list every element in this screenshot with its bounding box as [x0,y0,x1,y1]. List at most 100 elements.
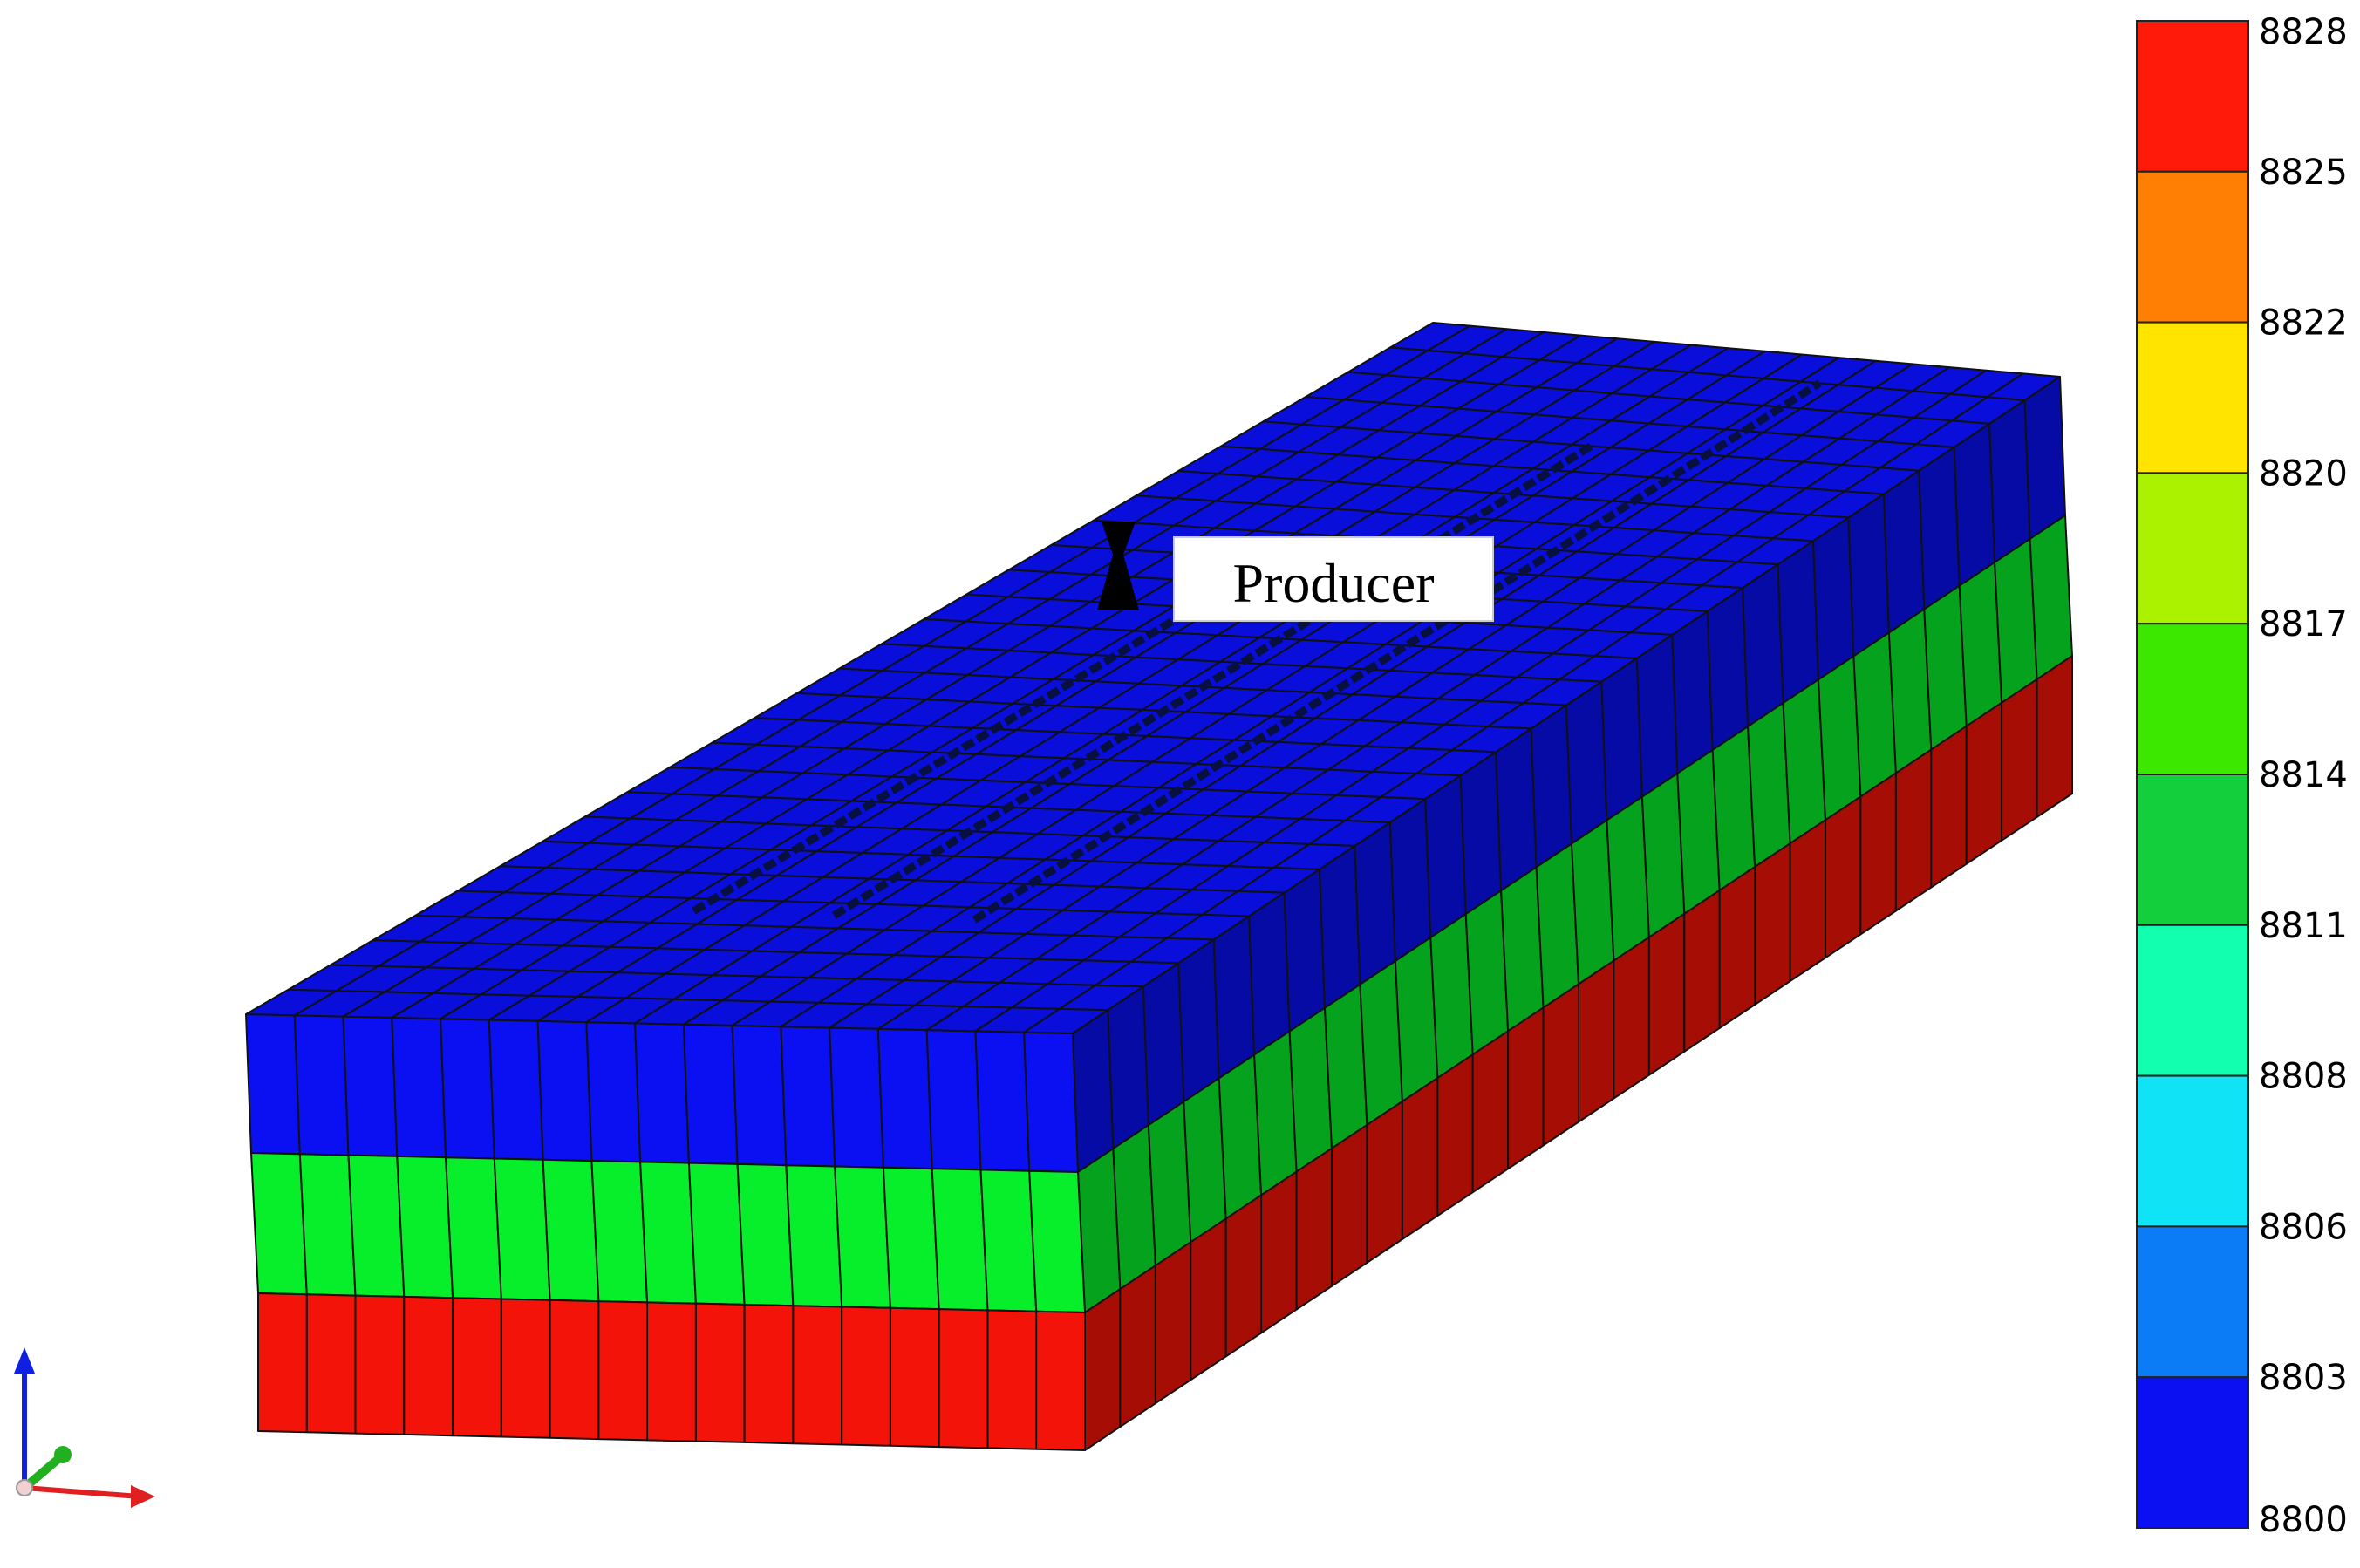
side-cell-bottom-layer [1789,819,1826,983]
side-cell-top-layer [1671,610,1714,774]
front-cell-top-layer [440,1018,495,1160]
side-cell-bottom-layer [1718,866,1756,1029]
front-cell-middle-layer [590,1160,649,1304]
side-cell-top-layer [1918,446,1961,610]
side-cell-top-layer [1882,469,1926,634]
side-cell-top-layer [1600,657,1643,821]
side-cell-middle-layer [2029,515,2073,680]
well-symbol-icon [1097,522,1139,610]
side-cell-bottom-layer [1224,1194,1263,1358]
side-cell-top-layer [1354,821,1396,985]
front-cell-middle-layer [736,1162,795,1307]
front-cell-middle-layer [785,1164,843,1308]
side-cell-top-layer [1706,587,1750,751]
side-cell-top-layer [1530,704,1572,869]
front-cell-top-layer [682,1023,739,1165]
side-cell-top-layer [1847,493,1890,658]
front-cell-bottom-layer [792,1305,843,1446]
front-cell-bottom-layer [1035,1310,1086,1451]
side-cell-top-layer [1388,798,1432,962]
front-cell-bottom-layer [743,1303,795,1445]
front-cell-bottom-layer [452,1297,502,1438]
front-cell-top-layer [829,1026,884,1169]
grid-front-face [245,1013,1086,1451]
side-cell-top-layer [1212,915,1256,1080]
side-cell-bottom-layer [1119,1265,1156,1428]
front-cell-top-layer [488,1019,544,1161]
side-cell-bottom-layer [1366,1101,1403,1264]
front-cell-top-layer [536,1019,593,1162]
front-cell-top-layer [925,1029,982,1171]
side-cell-bottom-layer [1401,1077,1439,1240]
side-cell-top-layer [1142,962,1185,1127]
grid-right-face [1072,376,2073,1451]
top-cell [1986,372,2061,401]
side-cell-top-layer [1248,891,1291,1056]
front-cell-bottom-layer [354,1294,406,1435]
front-cell-middle-layer [687,1162,746,1306]
side-cell-bottom-layer [1647,912,1686,1076]
side-cell-bottom-layer [1542,983,1579,1147]
front-cell-bottom-layer [646,1301,697,1442]
front-cell-bottom-layer [694,1302,746,1443]
side-cell-bottom-layer [1930,725,1968,889]
front-cell-bottom-layer [257,1292,308,1434]
side-cell-bottom-layer [2036,655,2073,818]
front-cell-middle-layer [639,1161,697,1305]
side-cell-top-layer [1459,751,1503,916]
side-cell-bottom-layer [1825,795,1862,959]
front-cell-middle-layer [298,1153,357,1297]
front-cell-top-layer [1023,1031,1079,1173]
front-cell-middle-layer [834,1165,891,1309]
front-cell-top-layer [780,1026,836,1168]
front-cell-bottom-layer [403,1295,454,1437]
front-cell-middle-layer [542,1158,600,1303]
side-cell-top-layer [1107,985,1149,1150]
side-cell-bottom-layer [1683,889,1721,1053]
front-cell-top-layer [974,1030,1031,1172]
side-cell-top-layer [1953,422,1996,587]
front-cell-middle-layer [1028,1169,1086,1313]
side-cell-bottom-layer [1436,1053,1474,1217]
front-cell-middle-layer [250,1152,308,1296]
front-cell-bottom-layer [305,1293,357,1435]
side-cell-bottom-layer [1471,1030,1510,1194]
front-cell-top-layer [585,1021,642,1163]
side-cell-bottom-layer [1154,1241,1192,1405]
front-cell-bottom-layer [549,1299,600,1441]
side-cell-bottom-layer [1260,1170,1298,1334]
front-cell-middle-layer [347,1154,406,1298]
side-cell-top-layer [1319,844,1361,1009]
front-cell-middle-layer [445,1156,502,1300]
side-cell-bottom-layer [1190,1217,1227,1381]
side-cell-bottom-layer [1578,959,1615,1123]
side-cell-bottom-layer [1613,936,1650,1100]
front-cell-top-layer [391,1016,447,1159]
side-cell-bottom-layer [1859,772,1897,936]
front-cell-middle-layer [396,1155,454,1299]
side-cell-bottom-layer [1295,1147,1333,1311]
front-cell-top-layer [342,1015,399,1157]
producer-well[interactable]: Producer [1097,522,1494,622]
front-cell-middle-layer [931,1168,989,1312]
front-cell-top-layer [876,1027,933,1170]
producer-label: Producer [1232,552,1434,614]
side-cell-bottom-layer [1331,1123,1368,1287]
front-cell-top-layer [293,1014,350,1156]
side-cell-bottom-layer [1507,1006,1545,1170]
front-cell-top-layer [245,1013,301,1156]
front-cell-bottom-layer [889,1306,940,1449]
side-cell-top-layer [1283,868,1326,1033]
side-cell-bottom-layer [1894,748,1933,912]
front-cell-bottom-layer [597,1300,649,1442]
front-cell-middle-layer [979,1169,1038,1312]
front-cell-middle-layer [882,1166,940,1311]
side-cell-top-layer [1635,633,1679,798]
side-cell-top-layer [1495,727,1538,892]
side-cell-bottom-layer [2001,678,2038,842]
front-cell-middle-layer [493,1157,551,1301]
side-cell-top-layer [1565,680,1608,845]
side-cell-top-layer [1424,774,1467,939]
